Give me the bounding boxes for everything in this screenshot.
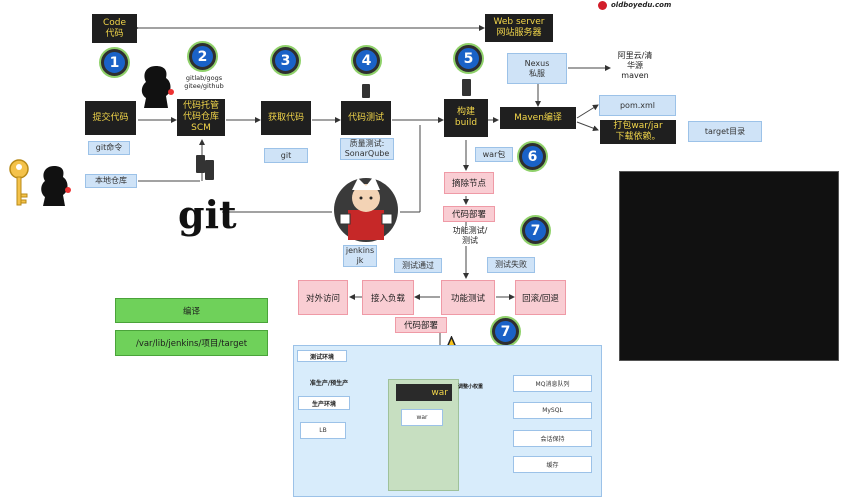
gitlab-label: gitlab/gogs gitee/github: [184, 74, 224, 90]
env-title: 测试环境: [297, 350, 347, 362]
webserver-box[interactable]: Web server 网站服务器: [485, 14, 553, 42]
mirror-label: 阿里云/清 华源 maven: [617, 51, 653, 80]
code-test-box[interactable]: 代码测试: [341, 101, 391, 135]
func-test-label: 功能测试/ 测试: [452, 226, 488, 245]
fetch-code-box[interactable]: 获取代码: [261, 101, 311, 135]
remove-node-box[interactable]: 摘除节点: [444, 172, 494, 194]
code-box[interactable]: Code 代码: [92, 14, 137, 43]
commit-code-box[interactable]: 提交代码: [85, 101, 136, 135]
war-dark-label: war: [431, 387, 448, 398]
scm-box[interactable]: 代码托管 代码仓库 SCM: [177, 99, 225, 136]
deploy-code-box[interactable]: 代码部署: [443, 206, 495, 222]
war-inner-box[interactable]: war: [401, 409, 443, 426]
minor-perm-label: 调整小权重: [458, 384, 484, 390]
developer-silhouette-icon: [141, 66, 174, 108]
black-display-panel: [619, 171, 839, 361]
legend-compile: 编译: [115, 298, 268, 323]
app-server-box: war war: [388, 379, 459, 491]
build-box[interactable]: 构建 build: [444, 99, 488, 137]
cache-box[interactable]: 缓存: [513, 456, 592, 473]
test-env-panel: 测试环境 准生产/预生产 生产环境 LB war war 调整小权重 MQ消息队…: [293, 345, 602, 497]
step-badge-7b: 7: [492, 318, 519, 345]
git-logo: git: [178, 192, 237, 237]
nexus-box[interactable]: Nexus 私服: [507, 53, 567, 84]
step-badge-4: 4: [353, 47, 380, 74]
deploy-code-box-2[interactable]: 代码部署: [395, 317, 447, 333]
key-icon: [9, 159, 29, 206]
step-badge-5: 5: [455, 45, 482, 72]
func-test-box[interactable]: 功能测试: [441, 280, 495, 315]
step-badge-2: 2: [189, 43, 216, 70]
prod-env-label: 生产环境: [298, 396, 350, 410]
logo-mark-icon: [598, 0, 607, 10]
external-access-box[interactable]: 对外访问: [298, 280, 348, 315]
legend-path: /var/lib/jenkins/项目/target: [115, 330, 268, 356]
git-small-label: git: [264, 148, 308, 163]
jenkins-label: jenkins jk: [343, 245, 377, 267]
lb-box[interactable]: LB: [300, 422, 346, 439]
test-fail-label: 测试失败: [487, 257, 535, 273]
server-icon-local: [205, 160, 214, 180]
developer-silhouette-icon-2: [41, 166, 71, 206]
war-package-label: war包: [475, 147, 513, 162]
step-badge-7a: 7: [522, 217, 549, 244]
server-icon-scm: [196, 155, 205, 173]
brand-logo: oldboyedu.com: [598, 0, 708, 12]
maven-compile-box[interactable]: Maven编译: [500, 107, 576, 129]
server-icon-test: [362, 84, 370, 98]
step-badge-3: 3: [272, 47, 299, 74]
package-box[interactable]: 打包war/jar 下载依赖。: [600, 120, 676, 144]
step-badge-6: 6: [519, 143, 546, 170]
server-icon-build: [462, 79, 471, 96]
pom-xml-box[interactable]: pom.xml: [599, 95, 676, 116]
rollback-box[interactable]: 回滚/回退: [515, 280, 566, 315]
step-badge-1: 1: [101, 49, 128, 76]
mq-box[interactable]: MQ消息队列: [513, 375, 592, 392]
git-command-label: git命令: [88, 141, 130, 155]
jenkins-mascot-icon: [334, 176, 398, 242]
quality-test-label: 质量测试: SonarQube: [340, 138, 394, 160]
war-dark-box[interactable]: war: [396, 384, 452, 401]
test-pass-label: 测试通过: [394, 258, 442, 273]
preprod-label: 准生产/预生产: [309, 380, 349, 387]
local-repo-label: 本地仓库: [85, 174, 137, 188]
session-box[interactable]: 会话保持: [513, 430, 592, 447]
logo-text: oldboyedu.com: [611, 1, 672, 9]
attach-lb-box[interactable]: 接入负载: [362, 280, 414, 315]
target-dir-box[interactable]: target目录: [688, 121, 762, 142]
mysql-box[interactable]: MySQL: [513, 402, 592, 419]
